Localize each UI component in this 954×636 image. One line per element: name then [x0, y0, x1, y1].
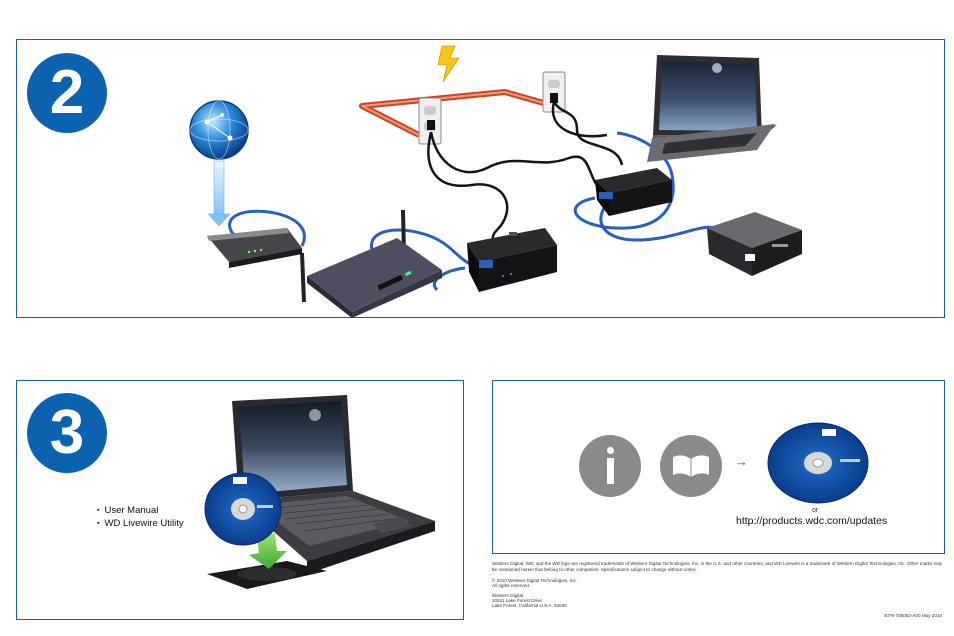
media-player-device: [707, 212, 802, 276]
list-item: User Manual: [97, 505, 184, 518]
step2-badge: 2: [27, 53, 107, 133]
cd-contents-list: User Manual WD Livewire Utility: [97, 505, 184, 531]
power-line: [359, 89, 548, 138]
wd-cd-icon: [767, 422, 869, 504]
copyright-line-2: All rights reserved.: [492, 583, 531, 588]
info-panel: → or http://products.wdc.com/updates: [492, 380, 945, 554]
step3-panel: 3 User Manual WD Livewire Utility: [16, 380, 464, 620]
address-line-1: Western Digital: [492, 593, 524, 598]
cd-disc-icon: [204, 472, 282, 546]
address-line-3: Lake Forest, California U.S.A. 92630: [492, 603, 567, 608]
address-line-2: 20511 Lake Forest Drive: [492, 598, 542, 603]
wd-livewire-adapter-left: [467, 228, 557, 292]
part-number: 4079-705053-A00 May 2010: [883, 613, 942, 618]
arrow-glyph: →: [735, 454, 748, 469]
trademark-text: Western Digital, WD, and the WD logo are…: [492, 561, 943, 572]
lightning-icon: [437, 45, 460, 83]
wall-outlet-right: [542, 71, 566, 113]
list-item: WD Livewire Utility: [97, 518, 183, 531]
internet-globe-icon: [189, 100, 249, 160]
step3-badge: 3: [27, 393, 107, 473]
laptop-device: [647, 55, 777, 162]
updates-url-link[interactable]: http://products.wdc.com/updates: [736, 515, 888, 527]
or-label: or: [812, 507, 819, 514]
wd-livewire-adapter-right: [595, 168, 672, 216]
manual-book-icon: [660, 435, 722, 497]
laptop-cd-illustration: [204, 395, 435, 589]
power-cords: [427, 101, 624, 245]
wall-outlet-left: [418, 97, 442, 145]
info-icon: [579, 435, 641, 497]
copyright-line-1: © 2010 Western Digital Technologies, Inc…: [492, 578, 578, 583]
down-arrow-icon: [207, 160, 231, 227]
network-setup-diagram: [189, 45, 802, 318]
modem-device: [207, 228, 302, 268]
step2-panel: 2: [16, 39, 945, 318]
router-device: [300, 209, 442, 318]
